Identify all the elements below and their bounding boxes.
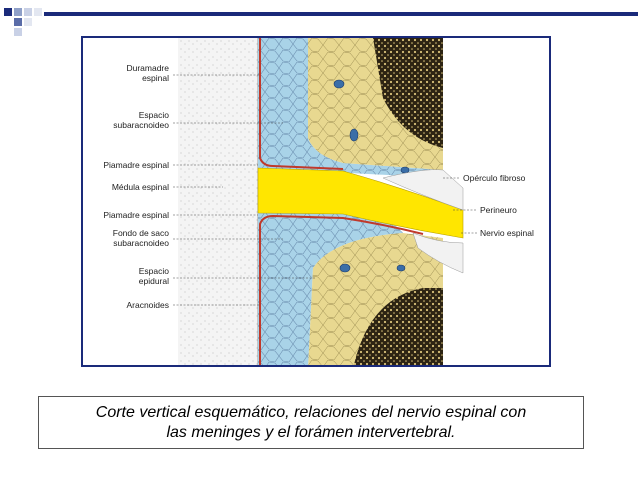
label-medula-espinal: Médula espinal (112, 182, 169, 192)
dura-lower (259, 214, 424, 365)
vessel (333, 79, 345, 89)
label-perineuro: Perineuro (480, 205, 517, 215)
label-piamadre-upper: Piamadre espinal (103, 160, 169, 170)
label-espacio-subaracnoideo-2: subaracnoideo (113, 120, 169, 130)
caption-line-2: las meninges y el forámen intervertebral… (166, 423, 456, 441)
vessel (339, 263, 351, 273)
vessel (396, 264, 406, 272)
caption-text: Corte vertical esquemático, relaciones d… (84, 403, 538, 443)
spinal-nerve (257, 167, 464, 239)
label-aracnoides: Aracnoides (126, 300, 169, 310)
meninges-diagram: Duramadre espinal Espacio subaracnoideo … (103, 38, 534, 365)
caption-box: Corte vertical esquemático, relaciones d… (38, 396, 584, 449)
label-operculo-fibroso: Opérculo fibroso (463, 173, 526, 183)
diagram-frame: Duramadre espinal Espacio subaracnoideo … (81, 36, 551, 367)
lower-marrow (353, 288, 443, 365)
label-espacio-subaracnoideo: Espacio (139, 110, 170, 120)
label-nervio-espinal: Nervio espinal (480, 228, 534, 238)
slide-decoration (4, 8, 638, 36)
dura-upper (259, 38, 344, 170)
spinal-cord (178, 38, 258, 365)
label-duramadre-2: espinal (142, 73, 169, 83)
caption-line-1: Corte vertical esquemático, relaciones d… (95, 403, 527, 421)
label-espacio-epidural: Espacio (139, 266, 170, 276)
label-fondo-de-saco: Fondo de saco (113, 228, 170, 238)
label-fondo-de-saco-2: subaracnoideo (113, 238, 169, 248)
fibrous-operculum (382, 169, 464, 211)
label-piamadre-lower: Piamadre espinal (103, 210, 169, 220)
label-duramadre: Duramadre (126, 63, 169, 73)
upper-marrow (373, 38, 443, 148)
vessel (349, 128, 359, 142)
label-espacio-epidural-2: epidural (139, 276, 169, 286)
vessel (400, 166, 410, 174)
